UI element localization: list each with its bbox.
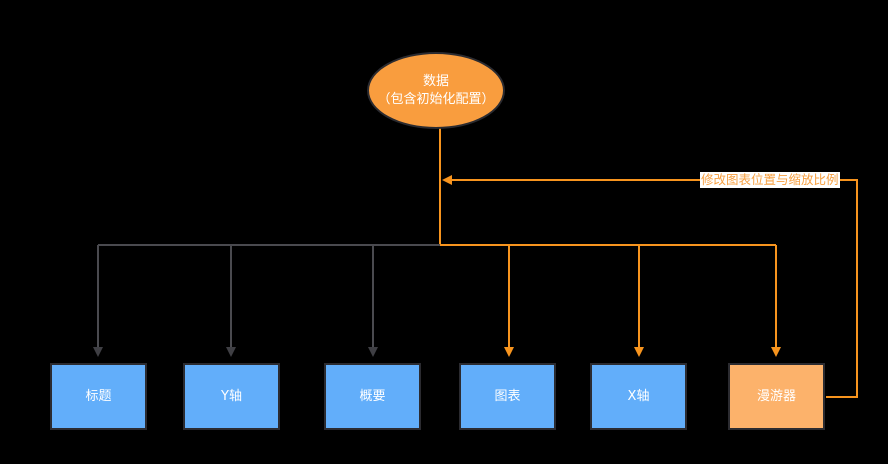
node-chart-label: 图表 — [494, 388, 521, 404]
node-x-axis-label: X轴 — [627, 388, 650, 404]
node-y-axis[interactable]: Y轴 — [183, 363, 280, 430]
node-y-axis-label: Y轴 — [221, 388, 242, 404]
node-title[interactable]: 标题 — [50, 363, 147, 430]
node-data[interactable]: 数据 （包含初始化配置） — [367, 52, 505, 129]
node-title-label: 标题 — [85, 388, 112, 404]
node-x-axis[interactable]: X轴 — [590, 363, 687, 430]
node-summary[interactable]: 概要 — [324, 363, 421, 430]
node-data-line2: （包含初始化配置） — [377, 91, 495, 107]
node-chart[interactable]: 图表 — [459, 363, 556, 430]
node-roamer[interactable]: 漫游器 — [728, 363, 825, 430]
edge-label-feedback: 修改图表位置与缩放比例 — [700, 172, 840, 188]
node-summary-label: 概要 — [359, 388, 386, 404]
node-data-line1: 数据 — [422, 73, 449, 89]
node-roamer-label: 漫游器 — [756, 388, 796, 404]
